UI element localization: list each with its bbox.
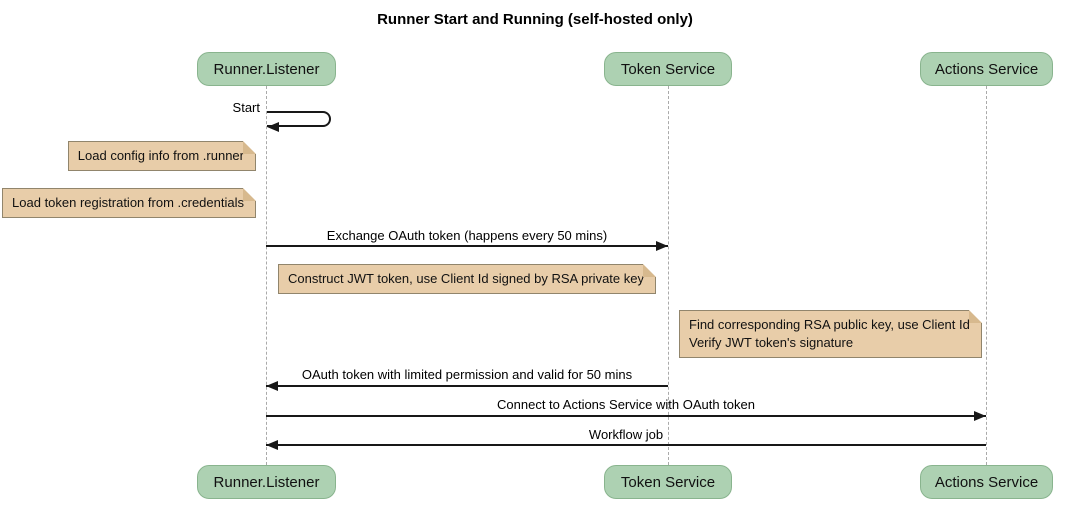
lifeline-token-service (668, 86, 669, 465)
message-start-arrowhead-icon (267, 122, 279, 132)
participant-runner-listener-top: Runner.Listener (197, 52, 336, 86)
message-oauth-token-return-arrowhead-icon (266, 381, 278, 391)
lifeline-actions-service (986, 86, 987, 465)
participant-token-service-top: Token Service (604, 52, 732, 86)
message-exchange-oauth-label: Exchange OAuth token (happens every 50 m… (326, 228, 608, 243)
message-connect-actions-arrowhead-icon (974, 411, 986, 421)
participant-token-service-bottom: Token Service (604, 465, 732, 499)
note-verify-jwt: Find corresponding RSA public key, use C… (679, 310, 982, 358)
message-connect-actions-line (266, 415, 986, 417)
message-workflow-job-arrowhead-icon (266, 440, 278, 450)
note-construct-jwt: Construct JWT token, use Client Id signe… (278, 264, 656, 294)
participant-runner-listener-bottom: Runner.Listener (197, 465, 336, 499)
message-workflow-job-line (266, 444, 986, 446)
note-load-config: Load config info from .runner (67, 141, 257, 171)
message-exchange-oauth-line (266, 245, 668, 247)
lifeline-runner-listener (266, 86, 267, 465)
message-connect-actions-label: Connect to Actions Service with OAuth to… (497, 397, 755, 412)
message-oauth-token-return-line (266, 385, 668, 387)
participant-actions-service-top: Actions Service (920, 52, 1053, 86)
message-start-self-arrow (267, 111, 331, 127)
message-start-label: Start (232, 100, 260, 115)
note-load-token-registration: Load token registration from .credential… (2, 188, 256, 218)
message-oauth-token-return-label: OAuth token with limited permission and … (301, 367, 633, 382)
message-exchange-oauth-arrowhead-icon (656, 241, 668, 251)
diagram-title: Runner Start and Running (self-hosted on… (377, 11, 693, 28)
participant-actions-service-bottom: Actions Service (920, 465, 1053, 499)
message-workflow-job-label: Workflow job (588, 427, 664, 442)
